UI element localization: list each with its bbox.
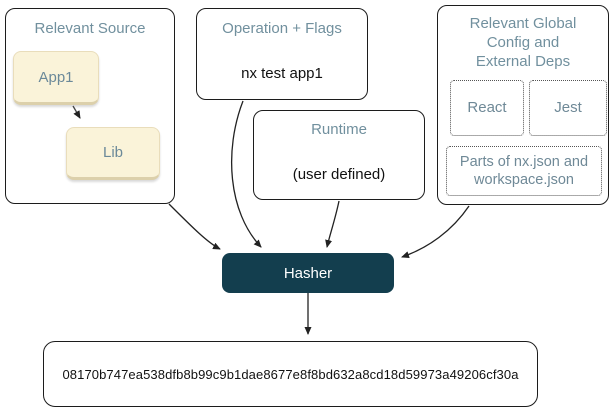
relevant-source-title: Relevant Source bbox=[34, 20, 146, 37]
dep-jest: Jest bbox=[529, 80, 607, 136]
hash-output-box: 08170b747ea538dfb8b99c9b1dae8677e8f8bd63… bbox=[43, 341, 538, 407]
runtime-group: Runtime (user defined) bbox=[253, 110, 425, 200]
node-app1-label: App1 bbox=[38, 68, 74, 86]
node-lib-label: Lib bbox=[102, 144, 124, 161]
arrow-runtime-to-hasher bbox=[325, 200, 340, 248]
operation-flags-title: Operation + Flags bbox=[222, 20, 342, 37]
hash-value: 08170b747ea538dfb8b99c9b1dae8677e8f8bd63… bbox=[62, 366, 519, 382]
hasher-node: Hasher bbox=[222, 253, 394, 293]
node-lib: Lib bbox=[66, 127, 160, 180]
dep-react: React bbox=[450, 80, 524, 136]
global-config-title: Relevant Global Config and External Deps bbox=[469, 15, 577, 70]
runtime-value: (user defined) bbox=[292, 166, 386, 183]
dep-jest-label: Jest bbox=[554, 98, 582, 116]
dep-config-files: Parts of nx.json and workspace.json bbox=[446, 146, 602, 196]
hasher-label: Hasher bbox=[283, 264, 333, 282]
operation-command: nx test app1 bbox=[241, 65, 323, 82]
dep-react-label: React bbox=[467, 98, 507, 116]
arrow-config-to-hasher bbox=[401, 205, 470, 259]
node-app1: App1 bbox=[13, 51, 99, 105]
arrow-source-to-hasher bbox=[168, 203, 221, 250]
dep-config-files-label: Parts of nx.json and workspace.json bbox=[459, 153, 589, 188]
global-config-group: Relevant Global Config and External Deps… bbox=[437, 5, 609, 205]
runtime-title: Runtime bbox=[311, 121, 367, 138]
operation-flags-group: Operation + Flags nx test app1 bbox=[196, 8, 368, 100]
